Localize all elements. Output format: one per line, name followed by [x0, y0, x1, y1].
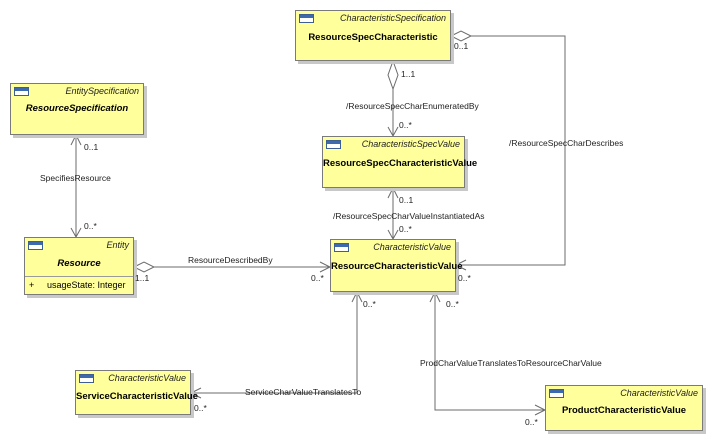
- class-resource-specification[interactable]: EntitySpecification ResourceSpecificatio…: [10, 83, 144, 135]
- attribute-text: usageState: Integer: [47, 280, 126, 290]
- describes-line: [456, 35, 566, 266]
- visibility-marker: +: [29, 280, 35, 290]
- attribute-divider: [25, 276, 133, 277]
- association-label-describes: /ResourceSpecCharDescribes: [509, 138, 624, 148]
- class-resource-spec-characteristic-value[interactable]: CharacteristicSpecValue ResourceSpecChar…: [322, 136, 478, 188]
- stereotype-label: CharacteristicValue: [373, 242, 451, 252]
- multiplicity-label: 0..*: [458, 273, 471, 283]
- class-icon: [326, 140, 341, 149]
- multiplicity-label: 0..1: [399, 195, 414, 205]
- class-resource-spec-characteristic[interactable]: CharacteristicSpecification ResourceSpec…: [295, 10, 451, 61]
- service-translates-line: [191, 292, 358, 394]
- class-name: ResourceSpecCharacteristicValue: [323, 158, 478, 169]
- multiplicity-label: 0..1: [454, 41, 469, 51]
- class-icon: [549, 389, 564, 398]
- open-arrow-left: [189, 387, 202, 399]
- multiplicity-label: 0..*: [399, 120, 412, 130]
- stereotype-label: CharacteristicSpecification: [339, 13, 446, 23]
- stereotype-label: CharacteristicValue: [620, 388, 698, 398]
- product-translates-line: [434, 292, 545, 411]
- stereotype-label: CharacteristicSpecValue: [361, 139, 460, 149]
- multiplicity-label: 0..*: [399, 224, 412, 234]
- class-name: ProductCharacteristicValue: [561, 405, 687, 416]
- open-arrow-up: [351, 290, 363, 303]
- stereotype-label: CharacteristicValue: [108, 373, 186, 383]
- aggregation-diamond: [132, 261, 156, 273]
- attribute-usage-state: + usageState: Integer: [29, 280, 126, 290]
- class-icon: [299, 14, 314, 23]
- association-label-described-by: ResourceDescribedBy: [188, 255, 273, 265]
- multiplicity-label: 0..*: [194, 403, 207, 413]
- association-label-product-translates: ProdCharValueTranslatesToResourceCharVal…: [420, 358, 602, 368]
- multiplicity-label: 0..*: [363, 299, 376, 309]
- association-label-service-translates: ServiceCharValueTranslatesTo: [245, 387, 362, 397]
- aggregation-diamond: [387, 59, 399, 91]
- association-label-enumerated-by: /ResourceSpecCharEnumeratedBy: [346, 101, 479, 111]
- multiplicity-label: 1..1: [401, 69, 416, 79]
- association-label-specifies-resource: SpecifiesResource: [40, 173, 111, 183]
- class-name: ResourceCharacteristicValue: [331, 261, 463, 272]
- association-label-instantiated-as: /ResourceSpecCharValueInstantiatedAs: [333, 211, 485, 221]
- open-arrow-up: [429, 290, 441, 303]
- open-arrow-up: [387, 186, 399, 199]
- class-product-characteristic-value[interactable]: CharacteristicValue ProductCharacteristi…: [545, 385, 703, 431]
- class-resource-characteristic-value[interactable]: CharacteristicValue ResourceCharacterist…: [330, 239, 463, 292]
- class-icon: [14, 87, 29, 96]
- aggregation-diamond: [449, 30, 473, 42]
- class-name: ServiceCharacteristicValue: [76, 391, 198, 402]
- stereotype-label: EntitySpecification: [65, 86, 139, 96]
- multiplicity-label: 0..*: [311, 273, 324, 283]
- multiplicity-label: 0..*: [525, 417, 538, 427]
- open-arrow-up: [70, 133, 82, 146]
- class-name: ResourceSpecification: [25, 103, 129, 114]
- class-icon: [28, 241, 43, 250]
- class-icon: [79, 374, 94, 383]
- open-arrow-left: [454, 259, 467, 271]
- multiplicity-label: 0..1: [84, 142, 99, 152]
- class-resource[interactable]: Entity Resource + usageState: Integer: [24, 237, 134, 295]
- multiplicity-label: 0..*: [446, 299, 459, 309]
- multiplicity-label: 1..1: [135, 273, 150, 283]
- stereotype-label: Entity: [106, 240, 129, 250]
- class-icon: [334, 243, 349, 252]
- multiplicity-label: 0..*: [84, 221, 97, 231]
- class-name: ResourceSpecCharacteristic: [308, 32, 438, 43]
- class-name: Resource: [57, 258, 101, 269]
- class-service-characteristic-value[interactable]: CharacteristicValue ServiceCharacteristi…: [75, 370, 198, 415]
